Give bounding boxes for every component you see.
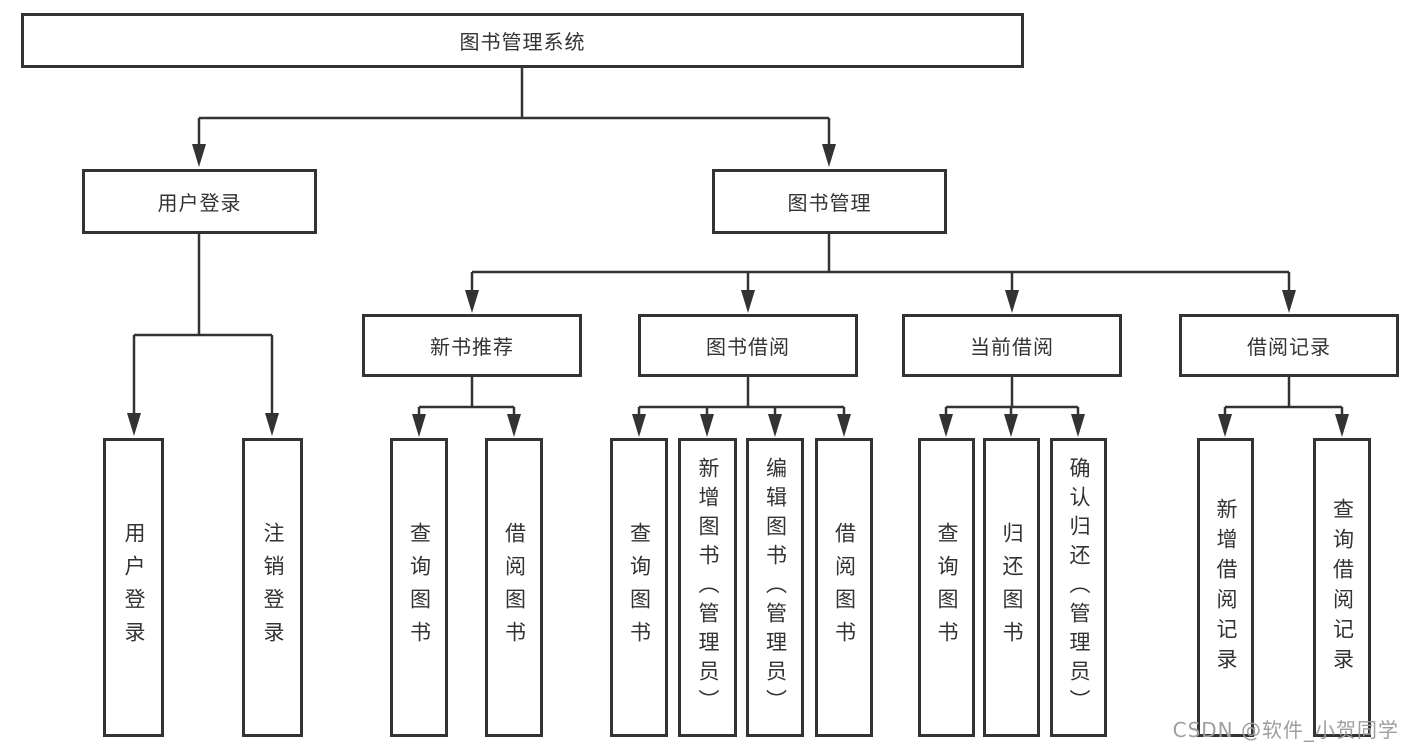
leaf-confirm-return-admin-label: 确认归还（管理员） [1067,457,1091,718]
leaf-add-book-admin: 新增图书（管理员） [678,438,737,737]
leaf-return-books-label: 归还图书 [1000,521,1024,654]
leaf-query-books-recommend-label: 查询图书 [407,521,432,654]
leaf-query-books-borrow: 查询图书 [610,438,668,737]
connector-new-book-branch [417,377,516,416]
connector-borrow-record-branch [1223,377,1344,416]
leaf-user-login-label: 用户登录 [122,521,146,654]
leaf-query-books-recommend: 查询图书 [390,438,448,737]
node-current-borrow: 当前借阅 [902,314,1122,377]
leaf-confirm-return-admin: 确认归还（管理员） [1050,438,1107,737]
node-root-system: 图书管理系统 [21,13,1024,68]
connector-book-management-branch [470,234,1291,292]
leaf-query-borrow-record-label: 查询借阅记录 [1330,497,1355,678]
connector-book-borrow-branch [637,377,846,416]
node-book-borrow: 图书借阅 [638,314,858,377]
node-user-login: 用户登录 [82,169,317,234]
leaf-return-books: 归还图书 [983,438,1040,737]
node-book-management: 图书管理 [712,169,947,234]
leaf-borrow-books-borrow-label: 借阅图书 [832,521,857,654]
connector-user-login-branch [132,234,274,415]
leaf-logout-label: 注销登录 [261,521,285,654]
connector-root-branch [197,68,831,146]
leaf-add-borrow-record: 新增借阅记录 [1197,438,1254,737]
watermark: CSDN @软件_小贺同学 [1172,718,1399,742]
leaf-borrow-books-recommend-label: 借阅图书 [502,521,527,654]
leaf-user-login: 用户登录 [103,438,164,737]
leaf-edit-book-admin: 编辑图书（管理员） [746,438,804,737]
leaf-query-books-current-label: 查询图书 [935,521,959,654]
leaf-query-books-borrow-label: 查询图书 [627,521,652,654]
leaf-borrow-books-recommend: 借阅图书 [485,438,543,737]
node-borrow-records: 借阅记录 [1179,314,1399,377]
leaf-borrow-books-borrow: 借阅图书 [815,438,873,737]
node-new-book-recommend: 新书推荐 [362,314,582,377]
leaf-edit-book-admin-label: 编辑图书（管理员） [763,457,788,718]
connector-current-borrow-branch [944,377,1080,416]
leaf-add-book-admin-label: 新增图书（管理员） [696,457,720,718]
leaf-logout: 注销登录 [242,438,303,737]
leaf-query-books-current: 查询图书 [918,438,975,737]
leaf-add-borrow-record-label: 新增借阅记录 [1214,497,1238,678]
arrowhead-icons [127,144,1349,437]
leaf-query-borrow-record: 查询借阅记录 [1313,438,1371,737]
